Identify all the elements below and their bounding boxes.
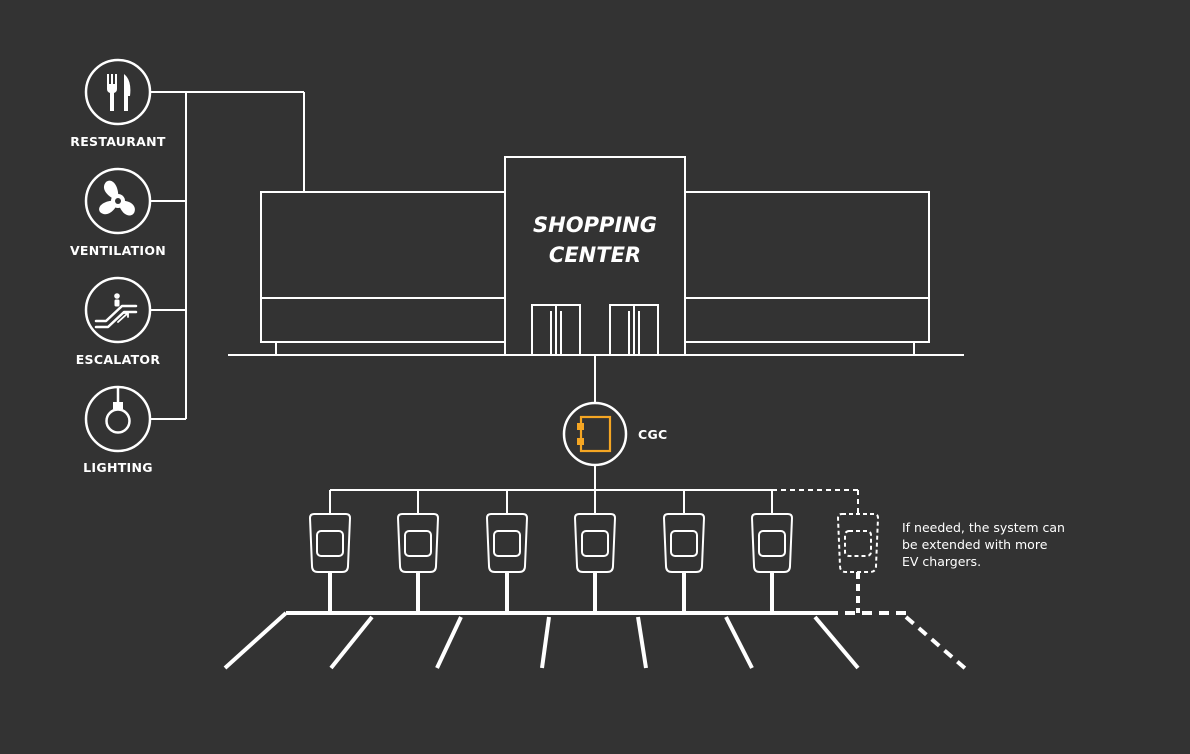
- cgc-controller: CGC: [562, 355, 668, 490]
- entrance-door-left: [531, 304, 581, 356]
- load-wiring: [150, 91, 305, 420]
- ev-charger: [396, 513, 440, 613]
- escalator-icon: [94, 293, 138, 329]
- parking-lot-extension: [828, 611, 969, 672]
- ev-chargers: [308, 513, 880, 613]
- building-title-line1: SHOPPING: [533, 213, 657, 237]
- fan-icon: [99, 180, 135, 216]
- escalator-label: ESCALATOR: [76, 352, 161, 367]
- entrance-door-right: [609, 304, 659, 356]
- ev-charger: [662, 513, 706, 613]
- note-line1: If needed, the system can: [902, 520, 1065, 535]
- controller-icon: [577, 415, 612, 453]
- charger-bus-extension: [772, 489, 859, 514]
- cutlery-icon: [107, 74, 131, 111]
- building-title-line2: CENTER: [549, 243, 641, 267]
- ventilation-label: VENTILATION: [70, 243, 166, 258]
- ventilation-load: VENTILATION: [70, 167, 166, 258]
- charger-bus: [329, 489, 773, 514]
- restaurant-label: RESTAURANT: [70, 134, 166, 149]
- note-line3: EV chargers.: [902, 554, 981, 569]
- lightbulb-icon: [105, 387, 131, 434]
- restaurant-load: RESTAURANT: [70, 58, 166, 149]
- parking-lot: [223, 611, 860, 670]
- ev-charger: [750, 513, 794, 613]
- lighting-load: LIGHTING: [83, 385, 153, 475]
- escalator-load: ESCALATOR: [76, 276, 161, 367]
- ev-charger: [485, 513, 529, 613]
- note-line2: be extended with more: [902, 537, 1048, 552]
- ev-charger: [573, 513, 617, 613]
- ev-charger: [308, 513, 352, 613]
- extension-note: If needed, the system can be extended wi…: [902, 520, 1065, 569]
- ev-charger-optional: [836, 513, 880, 613]
- cgc-label: CGC: [638, 427, 668, 442]
- lighting-label: LIGHTING: [83, 460, 153, 475]
